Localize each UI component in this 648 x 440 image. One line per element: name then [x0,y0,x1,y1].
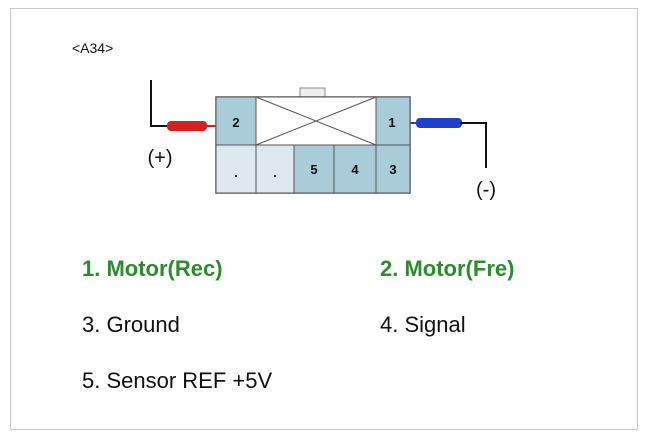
positive-wire-insulation [167,121,207,131]
negative-wire-insulation [416,118,462,128]
diagram-frame [10,8,638,430]
pin-legend-5: 5. Sensor REF +5V [82,368,273,393]
pin-cell-3 [375,144,411,194]
pin-legend-4: 4. Signal [380,312,466,337]
pin-cell-4 [333,144,377,194]
connector-id-label: <A34> [72,40,114,56]
pin-cell-1 [375,96,411,146]
connector-housing [215,96,411,194]
positive-wire [150,80,222,131]
pin-legend-2: 2. Motor(Fre) [380,256,515,281]
pin-number-4: 4 [351,162,359,177]
pin-number-empty: . [273,165,277,180]
pin-number-5: 5 [310,162,317,177]
pin-legend-1: 1. Motor(Rec) [82,256,223,281]
pin-legend-3: 3. Ground [82,312,180,337]
negative-wire [398,118,487,168]
pin-number-3: 3 [389,162,396,177]
positive-label: (+) [148,147,173,169]
pin-number-2: 2 [232,115,239,130]
empty-cell [255,144,295,194]
pin-cell-5 [293,144,335,194]
negative-label: (-) [476,179,496,201]
pin-number-1: 1 [388,115,395,130]
pin-number-empty: . [234,165,238,180]
